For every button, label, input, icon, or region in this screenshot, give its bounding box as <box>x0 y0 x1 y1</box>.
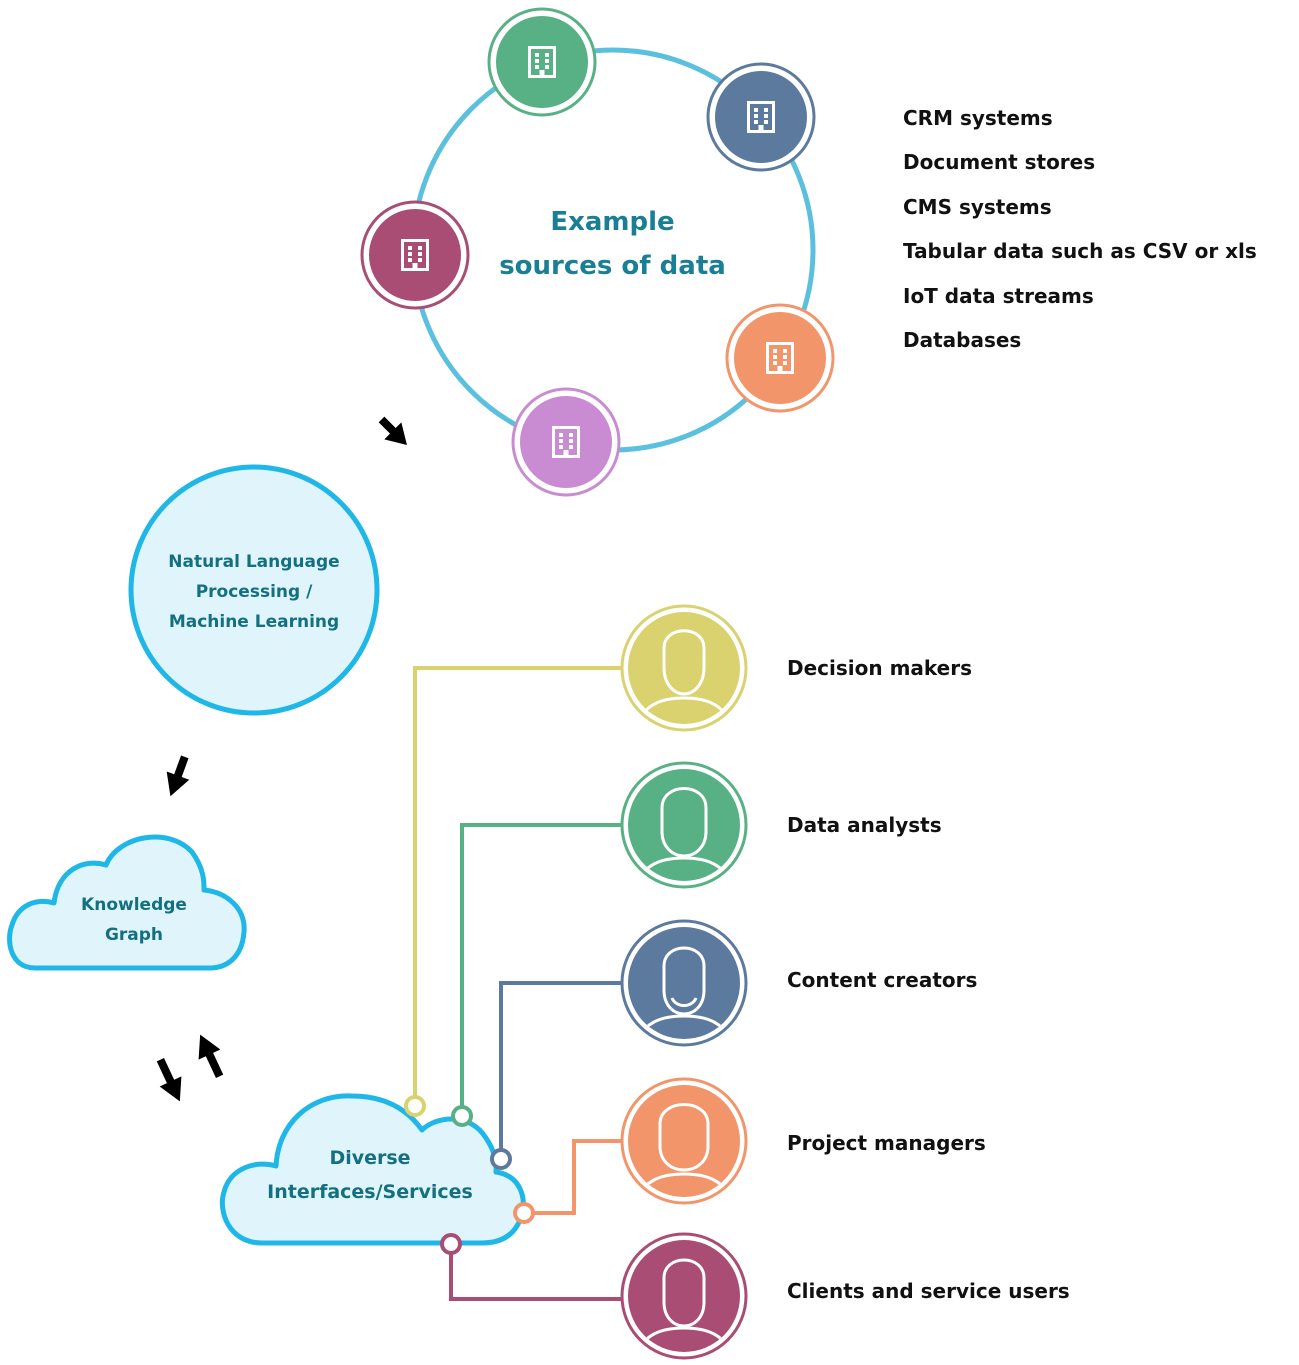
sources-title-line2: sources of data <box>499 251 726 281</box>
arrow-down-icon <box>156 1057 182 1102</box>
arrow-up-icon <box>198 1034 224 1079</box>
arrow-down-icon <box>166 755 190 797</box>
user-avatar-project-managers <box>620 1077 748 1205</box>
kg-label-line2: Graph <box>104 925 164 945</box>
nlp-label-line1: Natural Language <box>168 552 340 572</box>
services-label-line2: Interfaces/Services <box>267 1181 473 1203</box>
data-source-item: CMS systems <box>903 194 1052 219</box>
user-avatar-content-creators <box>620 919 748 1047</box>
services-cloud <box>219 1093 526 1246</box>
user-label-data-analysts: Data analysts <box>787 813 942 837</box>
data-source-item: Document stores <box>903 150 1096 175</box>
nlp-label-line3: Machine Learning <box>168 612 340 632</box>
source-node-orange <box>725 303 835 413</box>
source-node-slate <box>706 62 816 172</box>
data-sources-list: CRM systems Document stores CMS systems … <box>903 102 1257 368</box>
knowledge-graph-label: Knowledge Graph <box>20 890 248 950</box>
nlp-label-line2: Processing / <box>195 582 313 602</box>
services-label: Diverse Interfaces/Services <box>228 1141 512 1209</box>
sources-title: Example sources of data <box>470 200 755 288</box>
data-source-item: Tabular data such as CSV or xls <box>903 239 1257 264</box>
user-avatar-clients <box>620 1232 748 1360</box>
data-source-item: Databases <box>903 327 1022 352</box>
connectors <box>413 666 628 1301</box>
user-label-decision-makers: Decision makers <box>787 656 973 680</box>
user-avatar-data-analysts <box>620 761 748 889</box>
knowledge-graph-cloud <box>7 834 247 971</box>
user-label-project-managers: Project managers <box>787 1131 986 1155</box>
user-avatar-decision-makers <box>620 604 748 732</box>
arrow-down-left-icon <box>378 416 407 445</box>
user-label-clients: Clients and service users <box>787 1279 1070 1303</box>
sources-title-line1: Example <box>550 207 675 237</box>
data-source-item: IoT data streams <box>903 283 1094 308</box>
kg-label-line1: Knowledge <box>81 895 187 915</box>
user-label-content-creators: Content creators <box>787 968 978 992</box>
connector-endpoints <box>404 1095 535 1255</box>
source-node-maroon <box>360 200 470 310</box>
services-label-line1: Diverse <box>329 1147 411 1169</box>
data-source-item: CRM systems <box>903 106 1053 130</box>
source-node-green <box>487 7 597 117</box>
source-node-lilac <box>511 387 621 497</box>
nlp-label: Natural Language Processing / Machine Le… <box>132 547 376 637</box>
nlp-circle <box>128 464 380 716</box>
